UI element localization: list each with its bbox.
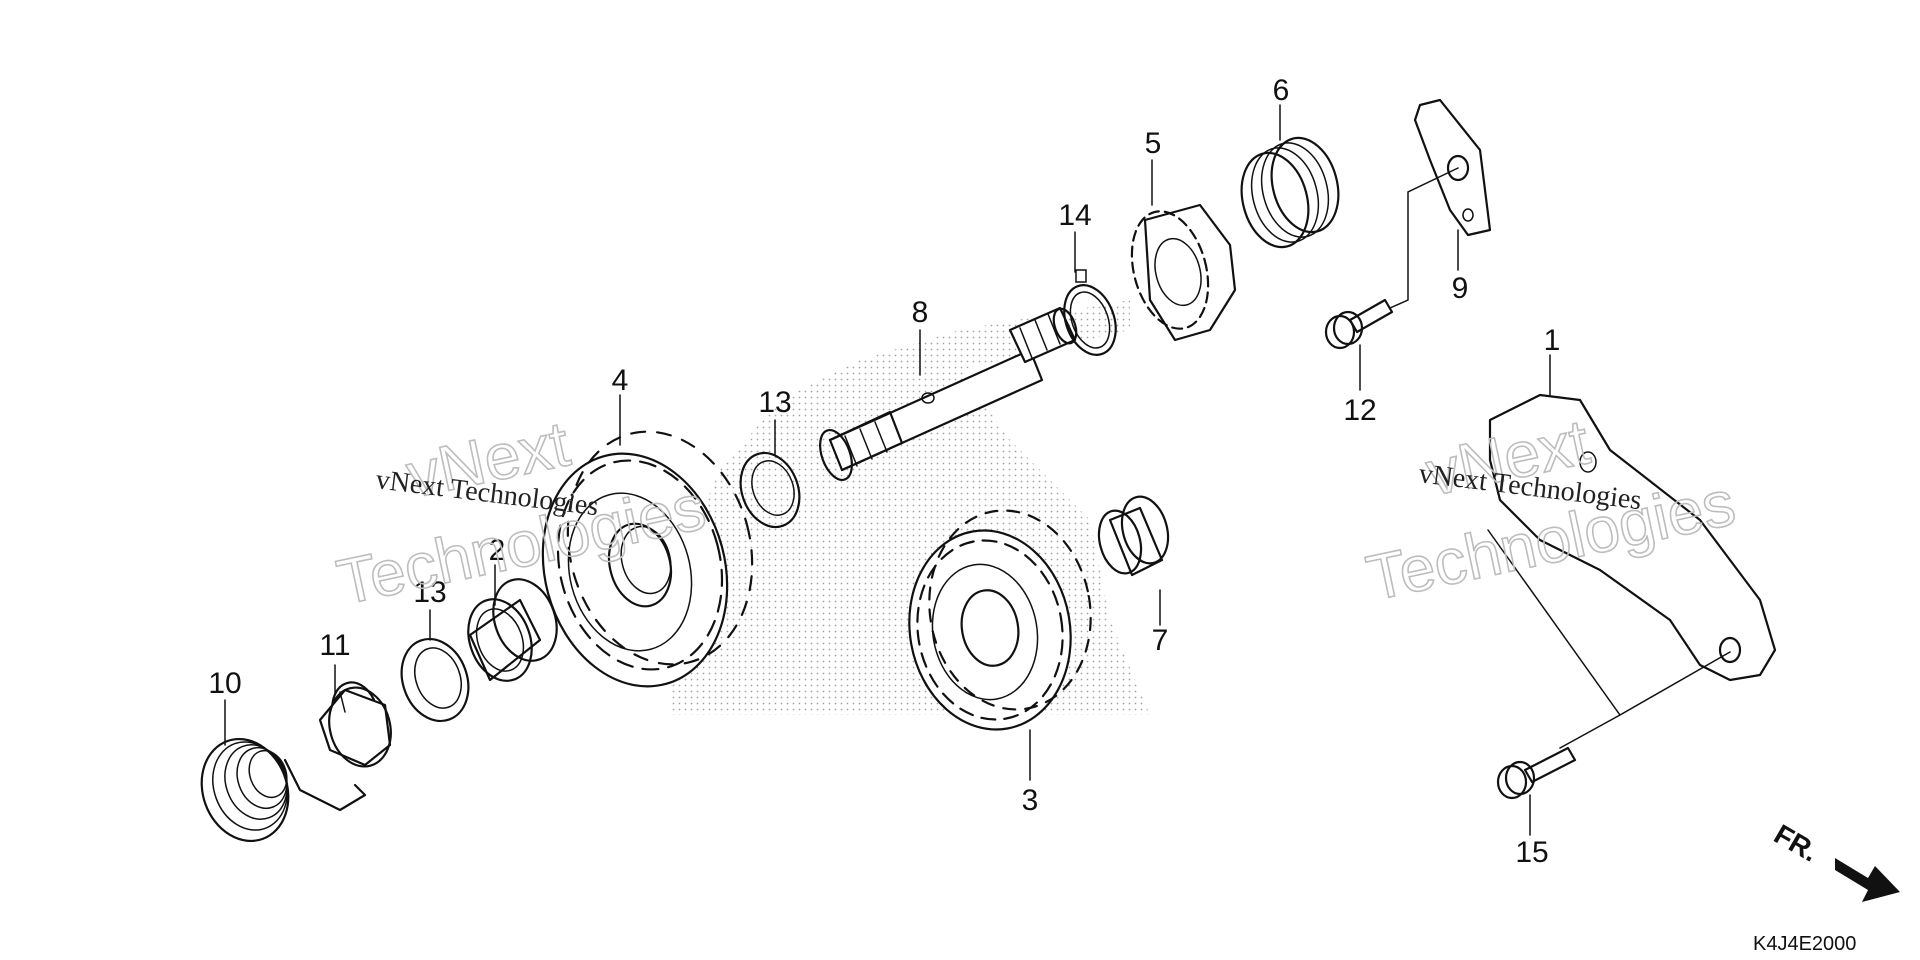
svg-text:FR.: FR. [1769, 818, 1824, 867]
part-7-flange-bushing [1097, 495, 1170, 577]
leader-1-to-15 [1487, 529, 1731, 749]
part-3-gear [908, 509, 1092, 731]
callout-13-lower: 13 [413, 576, 446, 609]
callout-3: 3 [1022, 784, 1039, 817]
leader-9-to-12 [1389, 167, 1459, 309]
callout-6: 6 [1273, 74, 1290, 107]
part-15-bolt [1496, 746, 1577, 800]
callout-7: 7 [1152, 624, 1169, 657]
part-14-circlip [1063, 269, 1117, 356]
callout-13-upper: 13 [758, 386, 791, 419]
callout-11: 11 [319, 629, 350, 662]
part-4-gear [541, 430, 754, 688]
callout-10: 10 [208, 667, 241, 700]
callout-2: 2 [489, 534, 506, 567]
callout-12: 12 [1343, 394, 1376, 427]
front-arrow-icon [1835, 858, 1900, 902]
part-13-washer-upper [739, 451, 801, 529]
part-2-bushing [467, 578, 558, 682]
callout-15: 15 [1515, 836, 1548, 869]
callout-5: 5 [1145, 127, 1162, 160]
part-11-collar [318, 681, 392, 768]
part-9-guide-plate [1413, 98, 1492, 237]
part-1-cover-plate [1488, 393, 1777, 682]
part-10-kick-spring [200, 737, 367, 843]
diagram-code: K4J4E2000 [1753, 933, 1856, 955]
callout-1: 1 [1544, 324, 1561, 357]
callout-4: 4 [612, 364, 629, 397]
callout-9: 9 [1452, 272, 1469, 305]
part-13-washer-lower [400, 637, 470, 723]
part-8-spindle [819, 306, 1078, 481]
callout-leaders [224, 104, 1551, 836]
front-direction-indicator: FR. [1769, 818, 1900, 902]
part-6-ratchet-spring [1240, 136, 1340, 249]
part-5-ratchet [1130, 203, 1237, 342]
callout-8: 8 [912, 296, 929, 329]
callout-14: 14 [1058, 199, 1091, 232]
part-12-bolt [1324, 298, 1394, 350]
